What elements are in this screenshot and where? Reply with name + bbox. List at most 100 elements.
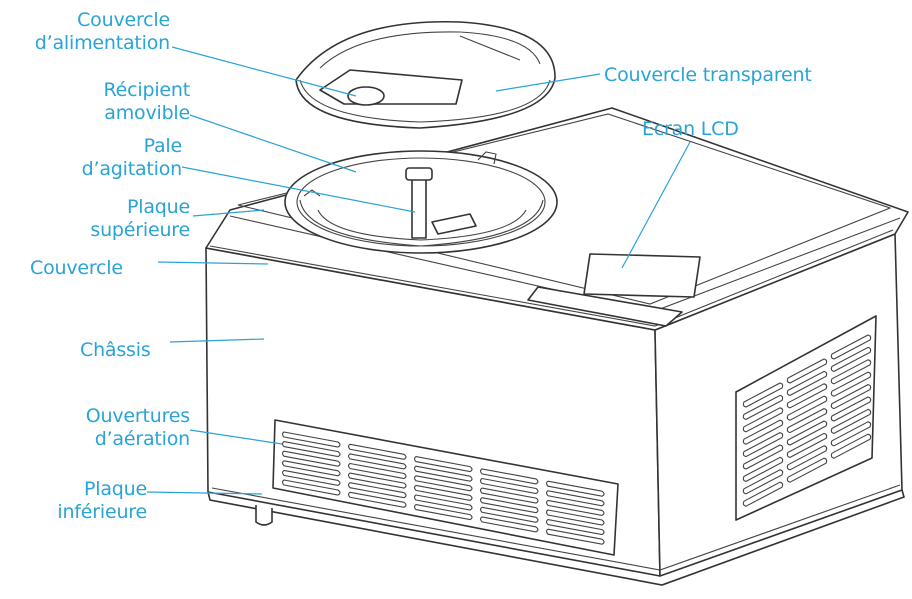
label-chassis: Châssis bbox=[80, 339, 151, 361]
vent-slat bbox=[347, 472, 407, 489]
label-couvercle-transparent: Couvercle transparent bbox=[604, 64, 812, 86]
label-line: amovible bbox=[104, 102, 190, 124]
leader-couvercle bbox=[157, 261, 269, 265]
leader-plaque-superieure bbox=[192, 209, 265, 217]
vent-slat bbox=[545, 509, 605, 526]
vent-slat bbox=[413, 465, 473, 482]
vent-slat bbox=[830, 433, 872, 459]
vent-slat bbox=[545, 519, 605, 536]
leader-plaque-inferieure bbox=[146, 491, 263, 495]
vent-slat bbox=[830, 384, 872, 410]
leader-couvercle-alimentation bbox=[171, 46, 357, 97]
vent-slat bbox=[545, 528, 605, 545]
vent-slat bbox=[830, 371, 872, 397]
vent-slat bbox=[742, 456, 784, 482]
vent-slat bbox=[786, 420, 828, 446]
front-panel-button bbox=[527, 286, 683, 327]
vent-slat bbox=[830, 421, 872, 447]
label-line: Récipient bbox=[103, 79, 191, 101]
dasher bbox=[411, 177, 427, 239]
leader-pale-agitation bbox=[181, 166, 416, 213]
vent-slat bbox=[742, 419, 784, 445]
label-line: d’aération bbox=[94, 428, 190, 450]
vent-slat bbox=[786, 457, 828, 483]
vent-slat bbox=[742, 444, 784, 470]
vent-slat bbox=[347, 453, 407, 470]
label-ecran-lcd: Ecran LCD bbox=[642, 118, 739, 140]
vent-slat bbox=[479, 516, 539, 533]
label-couvercle-alimentation: Couvercle d’alimentation bbox=[18, 9, 170, 55]
vent-slat bbox=[830, 346, 872, 372]
vent-slat bbox=[281, 441, 341, 458]
label-recipient-amovible: Récipient amovible bbox=[44, 79, 191, 125]
label-line: inférieure bbox=[57, 501, 147, 523]
vent-slat bbox=[479, 497, 539, 514]
vent-slat bbox=[413, 475, 473, 492]
vent-slat bbox=[786, 408, 828, 434]
leader-chassis bbox=[169, 338, 265, 343]
transparent-lid bbox=[295, 20, 556, 129]
vent-slat bbox=[281, 450, 341, 467]
vent-slat bbox=[347, 462, 407, 480]
vent-slat bbox=[479, 477, 539, 495]
bottom-plate-edge bbox=[207, 489, 905, 586]
vent-slat bbox=[830, 334, 872, 360]
label-line: d’alimentation bbox=[34, 32, 170, 54]
label-line: supérieure bbox=[90, 219, 190, 241]
label-line: d’agitation bbox=[81, 158, 183, 180]
vent-slat bbox=[281, 479, 341, 496]
vent-slat bbox=[786, 383, 828, 409]
label-plaque-inferieure: Plaque inférieure bbox=[40, 478, 147, 524]
label-plaque-superieure: Plaque supérieure bbox=[40, 196, 190, 242]
vent-slat bbox=[830, 396, 872, 422]
vent-slat bbox=[479, 506, 539, 523]
foot bbox=[255, 505, 273, 526]
vent-slat bbox=[545, 490, 605, 507]
vent-slat bbox=[742, 481, 784, 507]
vent-slat bbox=[347, 443, 407, 460]
vent-slat bbox=[281, 469, 341, 486]
vent-slat bbox=[742, 407, 784, 433]
vent-slat bbox=[413, 484, 473, 501]
label-line: Couvercle bbox=[77, 9, 170, 31]
vent-slat bbox=[742, 469, 784, 495]
label-couvercle: Couvercle bbox=[30, 257, 123, 279]
vent-slat bbox=[742, 432, 784, 458]
leader-recipient-amovible bbox=[189, 114, 357, 173]
front-vent-grille bbox=[272, 419, 619, 556]
leader-ecran-lcd bbox=[621, 141, 691, 269]
vent-slat bbox=[281, 460, 341, 477]
label-ouvertures-aeration: Ouvertures d’aération bbox=[44, 405, 190, 451]
label-line: Ouvertures bbox=[85, 405, 190, 427]
vent-slat bbox=[786, 445, 828, 471]
lcd-screen bbox=[583, 253, 701, 298]
label-line: Pale bbox=[143, 135, 183, 157]
vent-slat bbox=[479, 487, 539, 504]
vent-slat bbox=[786, 358, 828, 384]
vent-slat bbox=[347, 491, 407, 508]
vent-slat bbox=[413, 494, 473, 511]
vent-slat bbox=[413, 456, 473, 473]
vent-slat bbox=[786, 370, 828, 396]
vent-slat bbox=[742, 394, 784, 420]
leader-couvercle-transparent bbox=[495, 73, 601, 92]
vent-slat bbox=[347, 482, 407, 499]
vent-slat bbox=[786, 395, 828, 421]
vent-slat bbox=[830, 359, 872, 385]
vent-slat bbox=[830, 408, 872, 434]
vent-slat bbox=[786, 432, 828, 458]
vent-slat bbox=[479, 468, 539, 485]
top-cover bbox=[205, 107, 909, 331]
label-pale-agitation: Pale d’agitation bbox=[34, 135, 183, 181]
vent-slat bbox=[545, 499, 605, 516]
leader-ouvertures-aeration bbox=[189, 429, 283, 445]
label-line: Plaque bbox=[84, 478, 147, 500]
side-vent-grille bbox=[735, 315, 877, 521]
vent-slat bbox=[742, 382, 784, 408]
label-line: Plaque bbox=[127, 196, 190, 218]
vent-slat bbox=[413, 504, 473, 521]
vent-slat bbox=[545, 480, 605, 497]
vent-slat bbox=[281, 431, 341, 448]
